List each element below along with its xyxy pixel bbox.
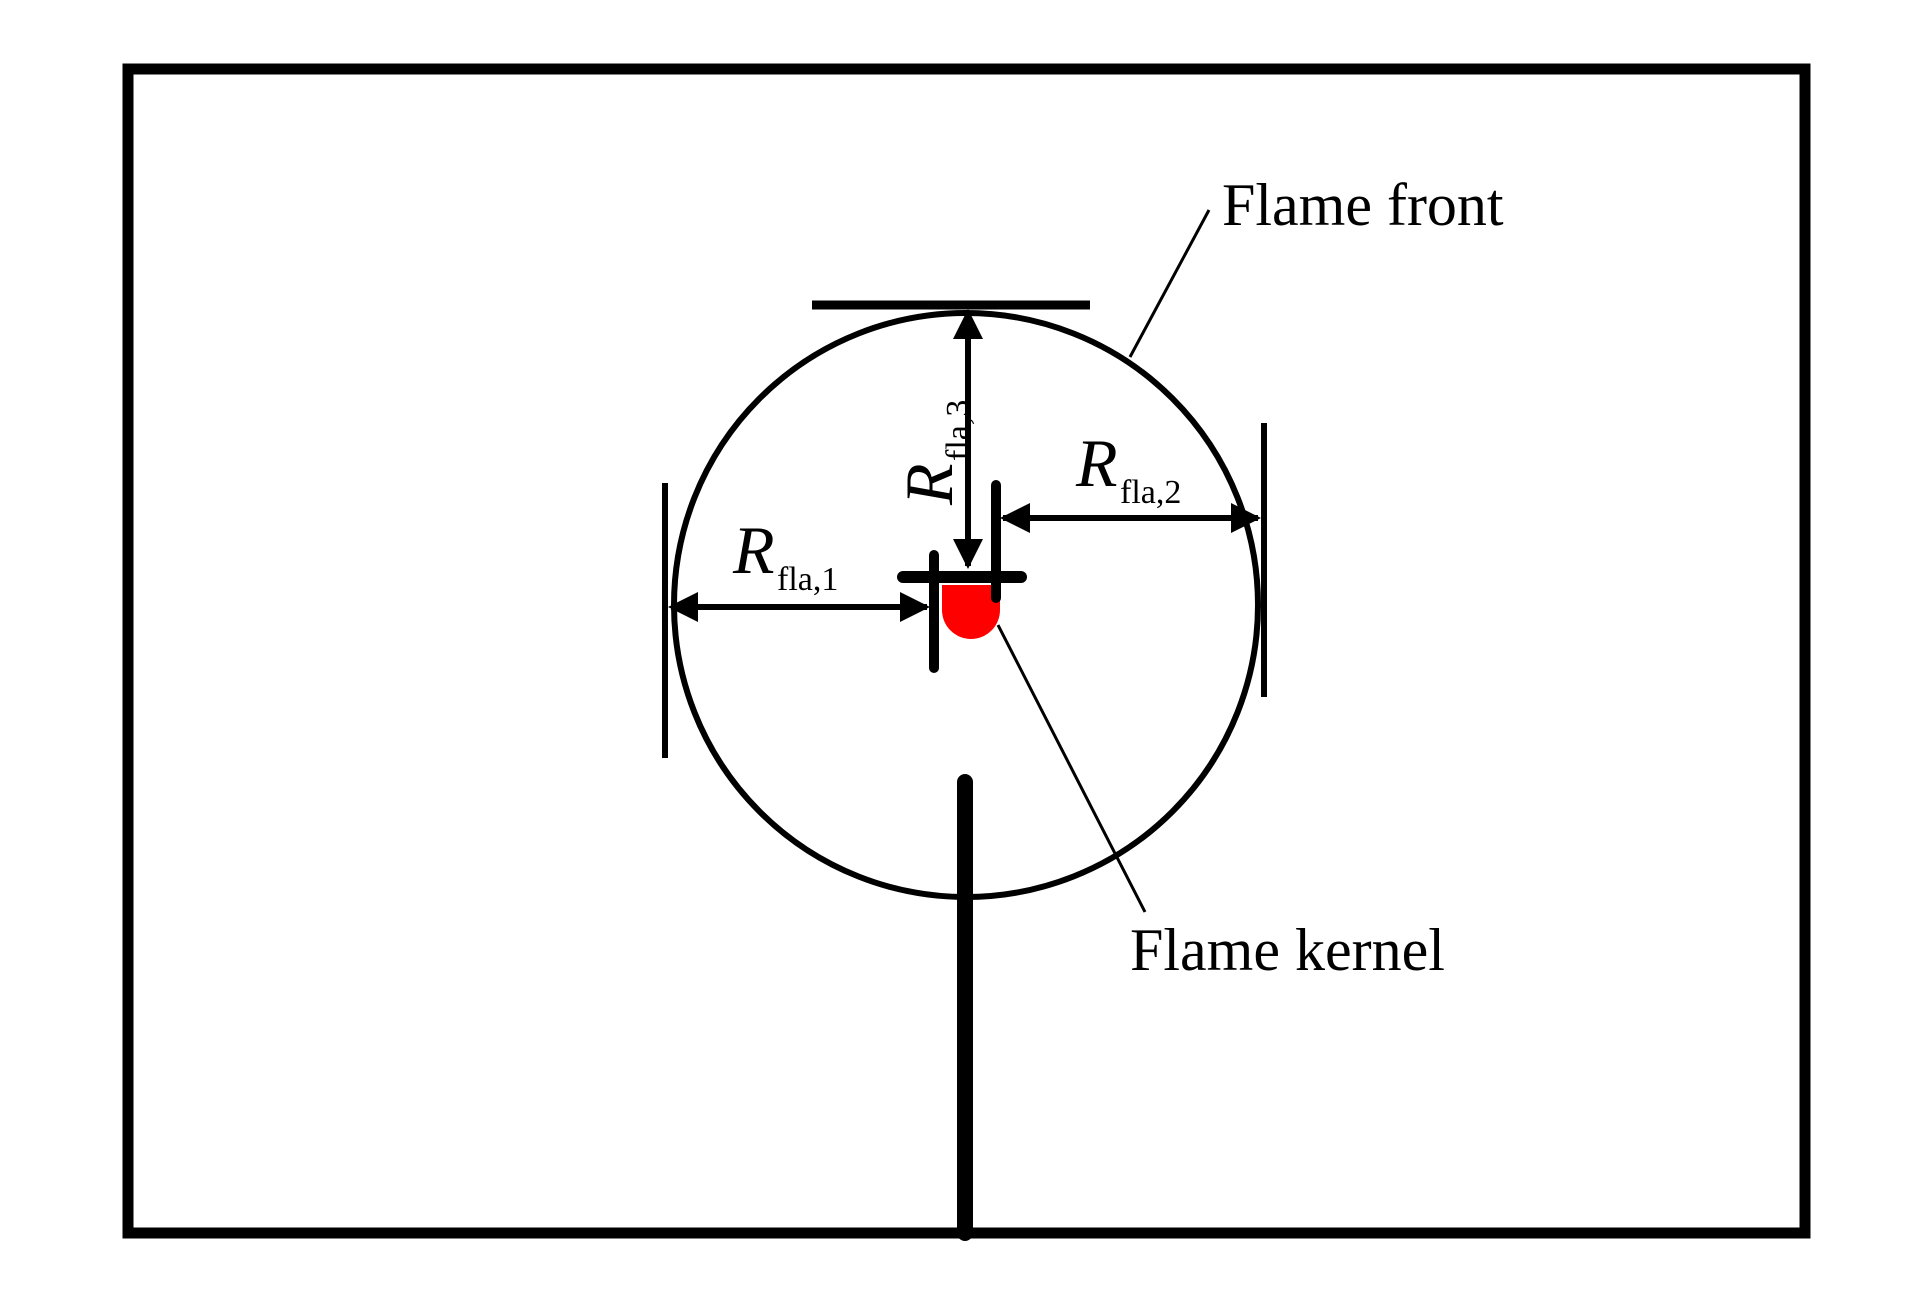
- flame-kernel-leader: [996, 624, 1147, 913]
- svg-text:fla,2: fla,2: [1120, 474, 1181, 511]
- radius-label-2: R fla,2: [1075, 425, 1181, 511]
- svg-text:R: R: [1075, 425, 1118, 501]
- svg-text:fla,3: fla,3: [940, 400, 977, 461]
- radius-label-3: R fla,3: [891, 400, 977, 506]
- flame-front-leader: [1128, 209, 1211, 358]
- svg-text:fla,1: fla,1: [777, 561, 838, 598]
- flame-kernel: [942, 585, 1000, 639]
- flame-kernel-label: Flame kernel: [1130, 917, 1445, 983]
- radius-label-1: R fla,1: [732, 512, 838, 598]
- flame-front-label: Flame front: [1222, 172, 1504, 238]
- svg-text:R: R: [732, 512, 775, 588]
- svg-text:R: R: [891, 463, 967, 506]
